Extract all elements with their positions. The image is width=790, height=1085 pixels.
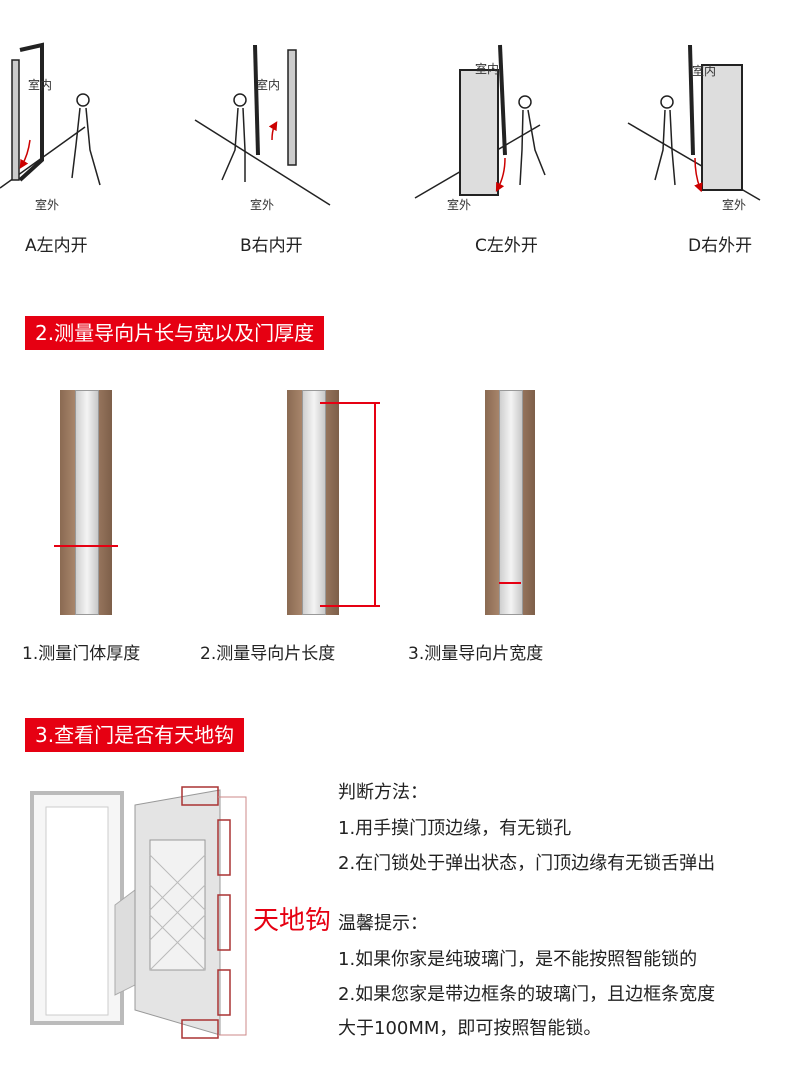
diagram-c <box>414 44 546 199</box>
caption-d: D右外开 <box>688 236 753 256</box>
caption-a: A左内开 <box>25 236 88 256</box>
inside-label-b: 室内 <box>256 78 281 92</box>
inside-label-c: 室内 <box>475 62 500 76</box>
caption-width: 3.测量导向片宽度 <box>408 644 544 664</box>
length-arrow <box>374 403 376 605</box>
length-bottom-line <box>320 605 380 607</box>
section-3-title: 3.查看门是否有天地钩 <box>25 718 245 752</box>
outside-label-d: 室外 <box>722 198 747 212</box>
caption-thickness: 1.测量门体厚度 <box>22 644 141 664</box>
lock-width-image <box>485 390 535 615</box>
door-hook-image <box>30 786 247 1039</box>
length-top-line <box>320 402 380 404</box>
lock-length-image <box>287 390 339 615</box>
method-title: 判断方法： <box>338 782 428 803</box>
tip-2: 2.如果您家是带边框条的玻璃门，且边框条宽度 <box>338 984 716 1005</box>
diagram-a <box>0 42 101 189</box>
inside-label-a: 室内 <box>28 78 53 92</box>
inside-label-d: 室内 <box>692 64 717 78</box>
diagram-d <box>627 44 761 201</box>
caption-b: B右内开 <box>240 236 303 256</box>
method-2: 2.在门锁处于弹出状态，门顶边缘有无锁舌弹出 <box>338 853 716 874</box>
tip-3: 大于100MM，即可按照智能锁。 <box>338 1018 602 1039</box>
tip-1: 1.如果你家是纯玻璃门，是不能按照智能锁的 <box>338 949 698 970</box>
caption-length: 2.测量导向片长度 <box>200 644 336 664</box>
tips-title: 温馨提示： <box>338 913 428 934</box>
outside-label-b: 室外 <box>250 198 275 212</box>
width-arrow <box>499 582 521 584</box>
lock-thickness-image <box>54 390 118 615</box>
outside-label-c: 室外 <box>447 198 472 212</box>
door-opening-diagrams <box>0 42 761 206</box>
caption-c: C左外开 <box>475 236 538 256</box>
thickness-arrow <box>54 545 118 547</box>
method-1: 1.用手摸门顶边缘，有无锁孔 <box>338 818 572 839</box>
section-2-title: 2.测量导向片长与宽以及门厚度 <box>25 316 325 350</box>
hook-label: 天地钩 <box>253 906 332 936</box>
diagram-b <box>194 44 331 206</box>
outside-label-a: 室外 <box>35 198 60 212</box>
